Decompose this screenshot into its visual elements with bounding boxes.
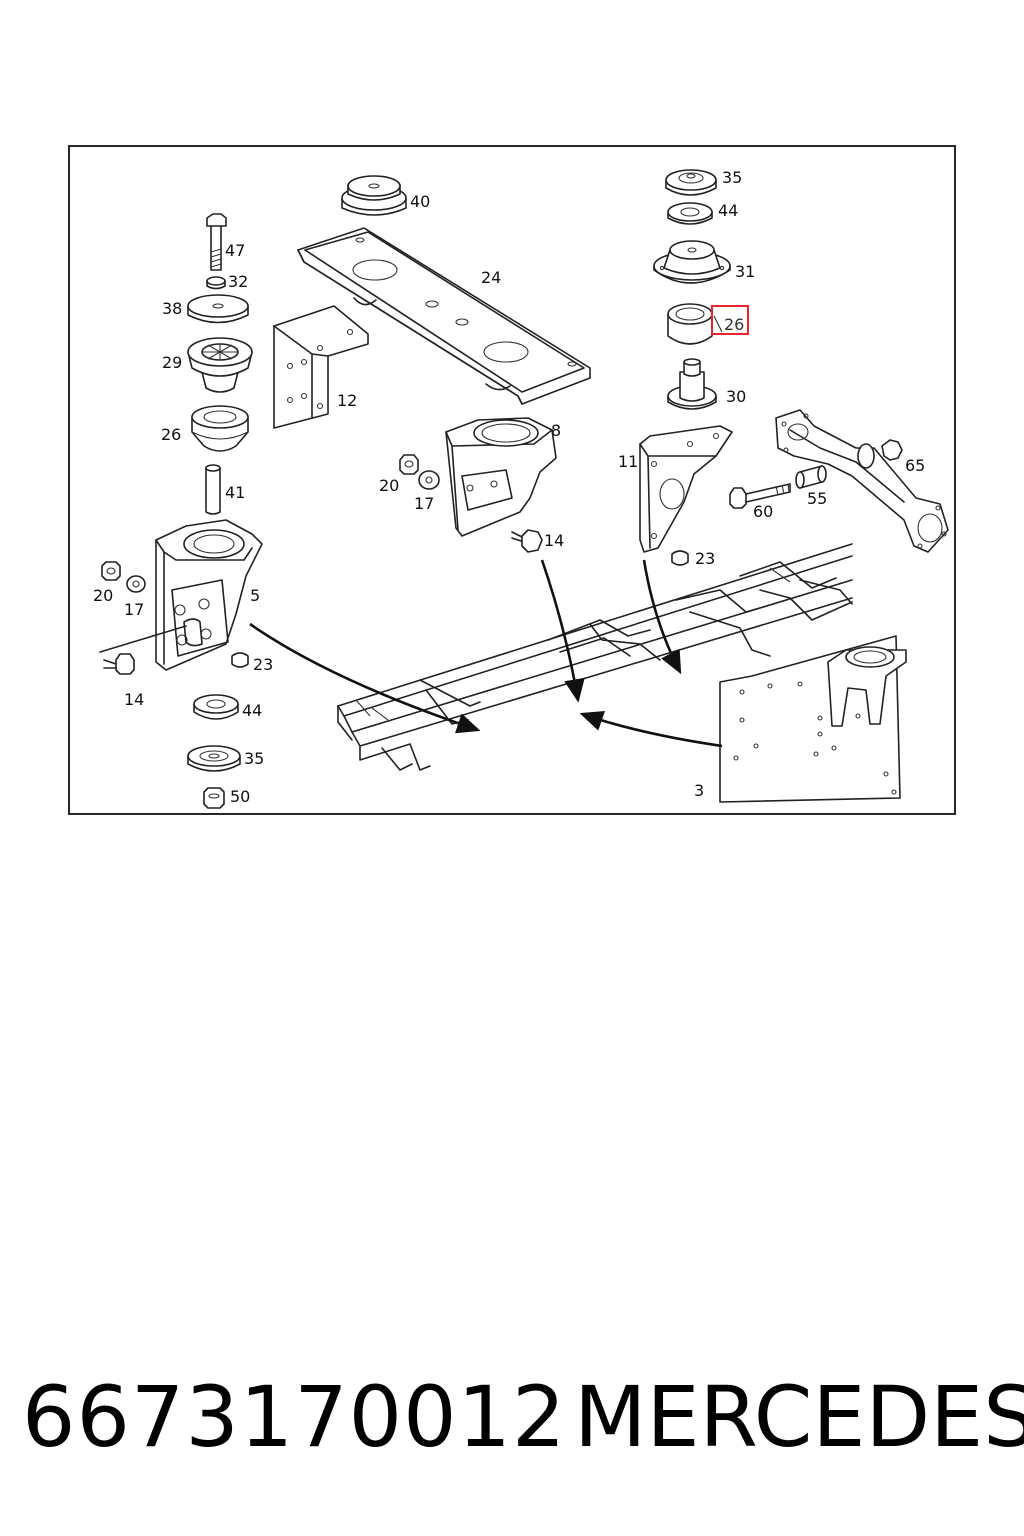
brand-name: MERCEDES (574, 1368, 1024, 1466)
washer-17-left (126, 575, 146, 593)
rubber-mount-29 (187, 337, 253, 393)
callout-17-left: 17 (124, 600, 144, 619)
nut-20-mid (399, 454, 419, 475)
callout-31: 31 (735, 262, 755, 281)
callout-12: 12 (337, 391, 357, 410)
plate-3 (719, 635, 907, 803)
plate-38 (187, 294, 249, 324)
bushing-55 (795, 465, 827, 489)
washer-17-mid (418, 470, 440, 490)
chassis-frame (337, 543, 853, 771)
bolt-14-mid (511, 529, 543, 553)
cap-23-right (671, 550, 689, 566)
torque-arm-65 (775, 409, 949, 553)
footer: 6673170012 MERCEDES (0, 1362, 1024, 1482)
callout-26-right: 26 (724, 315, 744, 334)
arrow-bracket-11 (642, 559, 682, 675)
bolt-14-left (99, 625, 187, 675)
bolt-47 (206, 213, 227, 271)
callout-41: 41 (225, 483, 245, 502)
callout-20-mid: 20 (379, 476, 399, 495)
callout-14-mid: 14 (544, 531, 564, 550)
callout-44-right: 44 (718, 201, 738, 220)
bracket-8 (445, 417, 557, 537)
callout-11: 11 (618, 452, 638, 471)
callout-24: 24 (481, 268, 501, 287)
callout-17-mid: 17 (414, 494, 434, 513)
callout-40: 40 (410, 192, 430, 211)
leader-line-26 (713, 315, 723, 333)
mount-pad-40 (341, 175, 407, 216)
cap-23-left (231, 652, 249, 668)
rubber-bushing-26-left (191, 405, 249, 452)
plate-35-left (187, 745, 241, 772)
callout-23-right: 23 (695, 549, 715, 568)
callout-8: 8 (551, 421, 561, 440)
sleeve-41 (205, 464, 221, 515)
highlight-box (711, 305, 749, 335)
bracket-5 (155, 519, 263, 671)
nut-20-left (101, 561, 121, 581)
arrow-bracket-5 (249, 622, 481, 734)
rubber-mount-31 (653, 240, 731, 284)
callout-55: 55 (807, 489, 827, 508)
plate-35-right (665, 169, 717, 196)
callout-29: 29 (162, 353, 182, 372)
washer-44-right (667, 202, 713, 225)
washer-44-left (193, 694, 239, 720)
arrow-plate-3 (579, 710, 723, 748)
callout-20-left: 20 (93, 586, 113, 605)
callout-3: 3 (694, 781, 704, 800)
callout-65: 65 (905, 456, 925, 475)
callout-14-left: 14 (124, 690, 144, 709)
bracket-11 (639, 425, 733, 553)
bolt-60 (729, 483, 791, 509)
callout-30: 30 (726, 387, 746, 406)
callout-5: 5 (250, 586, 260, 605)
mount-30 (667, 358, 717, 410)
rubber-bushing-26-right (667, 303, 713, 345)
callout-38: 38 (162, 299, 182, 318)
arrow-bracket-8 (540, 559, 585, 703)
callout-35-left: 35 (244, 749, 264, 768)
nut-50 (203, 787, 225, 809)
callout-35-right: 35 (722, 168, 742, 187)
callout-47: 47 (225, 241, 245, 260)
callout-32: 32 (228, 272, 248, 291)
bracket-plate-12 (273, 305, 369, 429)
washer-32 (206, 276, 226, 290)
callout-60: 60 (753, 502, 773, 521)
part-number: 6673170012 (22, 1368, 567, 1466)
callout-44-left: 44 (242, 701, 262, 720)
callout-26-left: 26 (161, 425, 181, 444)
callout-50: 50 (230, 787, 250, 806)
cross-member-24 (297, 227, 591, 405)
callout-23-left: 23 (253, 655, 273, 674)
